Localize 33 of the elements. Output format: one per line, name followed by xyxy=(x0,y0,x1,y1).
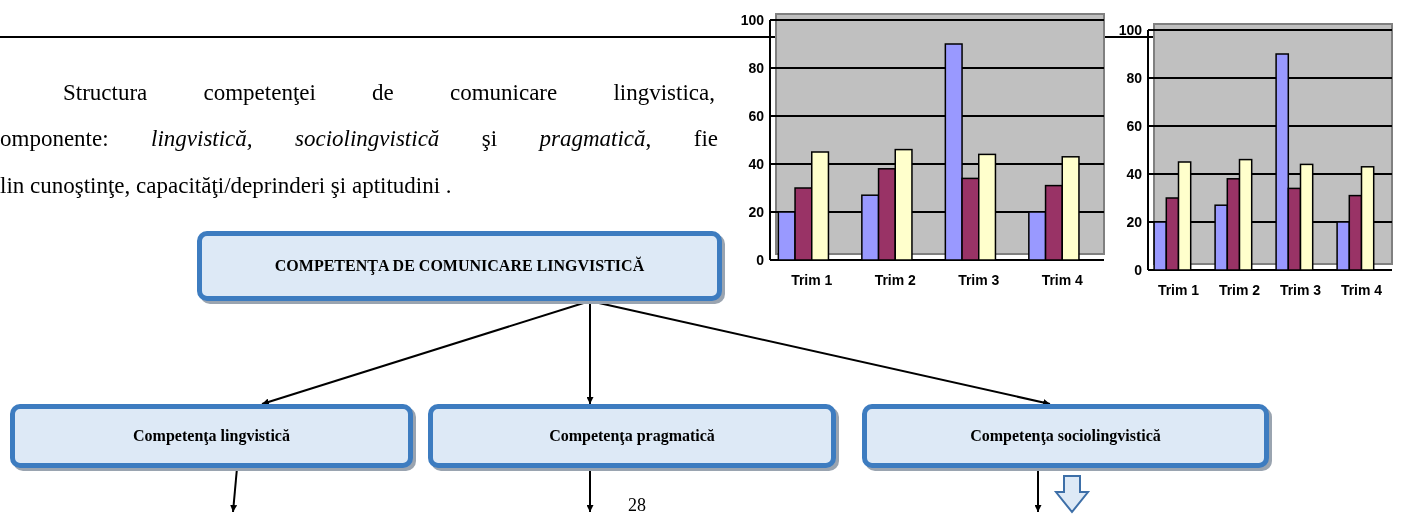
tick-label: 60 xyxy=(1126,118,1142,134)
category-label: Trim 1 xyxy=(791,272,833,288)
tick-label: 40 xyxy=(748,156,764,172)
category-label: Trim 3 xyxy=(958,272,1000,288)
tick-label: 20 xyxy=(748,204,764,220)
page-number: 28 xyxy=(628,496,647,514)
paragraph-line: Structura competenţei de comunicare lingvistica, xyxy=(63,81,715,104)
category-label: Trim 3 xyxy=(1279,282,1322,298)
category-label: Trim 2 xyxy=(874,272,916,288)
box-title: COMPETENŢA DE COMUNICARE LINGVISTICĂ xyxy=(274,255,645,277)
paragraph-line: lin cunoştinţe, capacităţi/deprinderi şi aptitudini . xyxy=(0,174,453,197)
box-title: Competenţa lingvistică xyxy=(133,426,290,447)
tick-label: 40 xyxy=(1126,166,1142,182)
concept-box xyxy=(197,231,722,301)
tick-label: 60 xyxy=(748,108,764,124)
tick-label: 80 xyxy=(748,60,764,76)
category-label: Trim 4 xyxy=(1041,272,1083,288)
category-label: Trim 1 xyxy=(1157,282,1200,298)
block-arrow xyxy=(1053,475,1091,514)
concept-box xyxy=(10,404,413,468)
concept-box xyxy=(428,404,836,468)
category-label: Trim 4 xyxy=(1340,282,1383,298)
category-label: Trim 2 xyxy=(1218,282,1261,298)
tick-label: 80 xyxy=(1126,70,1142,86)
paragraph-line: omponente: lingvistică, sociolingvistică şi pragmatică, fie xyxy=(0,127,718,150)
tick-label: 100 xyxy=(1118,22,1142,38)
tick-label: 20 xyxy=(1126,214,1142,230)
tick-label: 0 xyxy=(1134,262,1142,278)
tick-label: 100 xyxy=(740,12,764,28)
box-title: Competenţa pragmatică xyxy=(549,426,715,447)
box-title: Competenţa sociolingvistică xyxy=(970,426,1161,447)
concept-box xyxy=(862,404,1269,468)
tick-label: 0 xyxy=(756,252,764,268)
